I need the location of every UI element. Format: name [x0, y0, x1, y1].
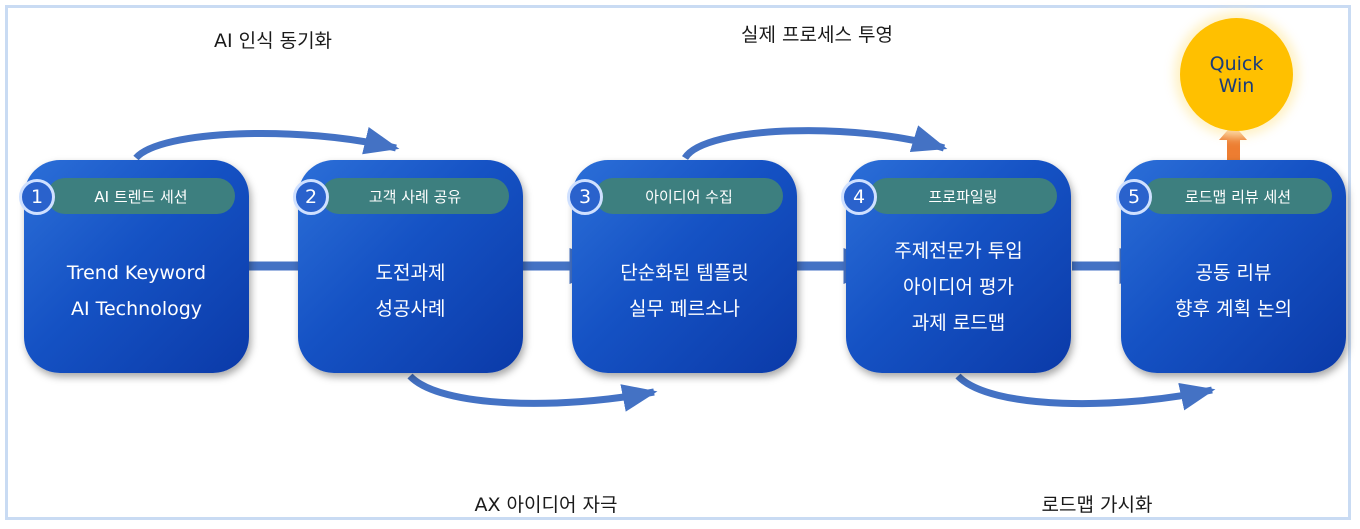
step-line: 단순화된 템플릿 — [620, 262, 749, 284]
diagram-frame — [5, 5, 1351, 520]
caption-process-projection: 실제 프로세스 투영 — [741, 24, 893, 46]
step-body-5: 공동 리뷰 향후 계획 논의 — [1121, 255, 1346, 327]
curve-arrow-4-5 — [955, 373, 1216, 411]
curve-arrow-3-4 — [682, 125, 948, 161]
step-number-1: 1 — [19, 179, 55, 215]
step-line: AI Technology — [70, 298, 203, 320]
step-title-4: 프로파일링 — [869, 178, 1057, 214]
step-body-4: 주제전문가 투입 아이디어 평가 과제 로드맵 — [846, 233, 1071, 341]
caption-ax-idea: AX 아이디어 자극 — [474, 494, 618, 516]
step-line: 과제 로드맵 — [911, 312, 1006, 334]
step-title-2: 고객 사례 공유 — [321, 178, 509, 214]
curve-arrow-2-3 — [407, 373, 658, 412]
quick-win-badge: Quick Win — [1180, 18, 1293, 131]
quick-win-up-arrow — [1219, 124, 1247, 160]
step-title-1: AI 트렌드 세션 — [47, 178, 235, 214]
step-title-3: 아이디어 수집 — [595, 178, 783, 214]
step-line: 향후 계획 논의 — [1175, 298, 1292, 320]
step-line: 도전과제 — [375, 262, 446, 284]
step-title-5: 로드맵 리뷰 세션 — [1144, 178, 1332, 214]
curve-arrow-1-2 — [133, 127, 400, 161]
step-line: 실무 페르소나 — [629, 298, 740, 320]
quick-win-line1: Quick — [1209, 52, 1264, 75]
step-line: 공동 리뷰 — [1195, 262, 1272, 284]
caption-roadmap-visual: 로드맵 가시화 — [1041, 494, 1153, 516]
step-body-3: 단순화된 템플릿 실무 페르소나 — [572, 255, 797, 327]
step-number-2: 2 — [293, 179, 329, 215]
step-number-3: 3 — [567, 179, 603, 215]
step-line: 아이디어 평가 — [903, 276, 1014, 298]
step-body-2: 도전과제 성공사례 — [298, 255, 523, 327]
step-body-1: Trend Keyword AI Technology — [24, 255, 249, 327]
step-number-5: 5 — [1116, 179, 1152, 215]
step-line: 성공사례 — [375, 298, 446, 320]
caption-ai-awareness: AI 인식 동기화 — [213, 30, 333, 52]
quick-win-line2: Win — [1218, 74, 1255, 97]
step-number-4: 4 — [841, 179, 877, 215]
step-line: Trend Keyword — [66, 262, 207, 284]
step-line: 주제전문가 투입 — [894, 240, 1023, 262]
